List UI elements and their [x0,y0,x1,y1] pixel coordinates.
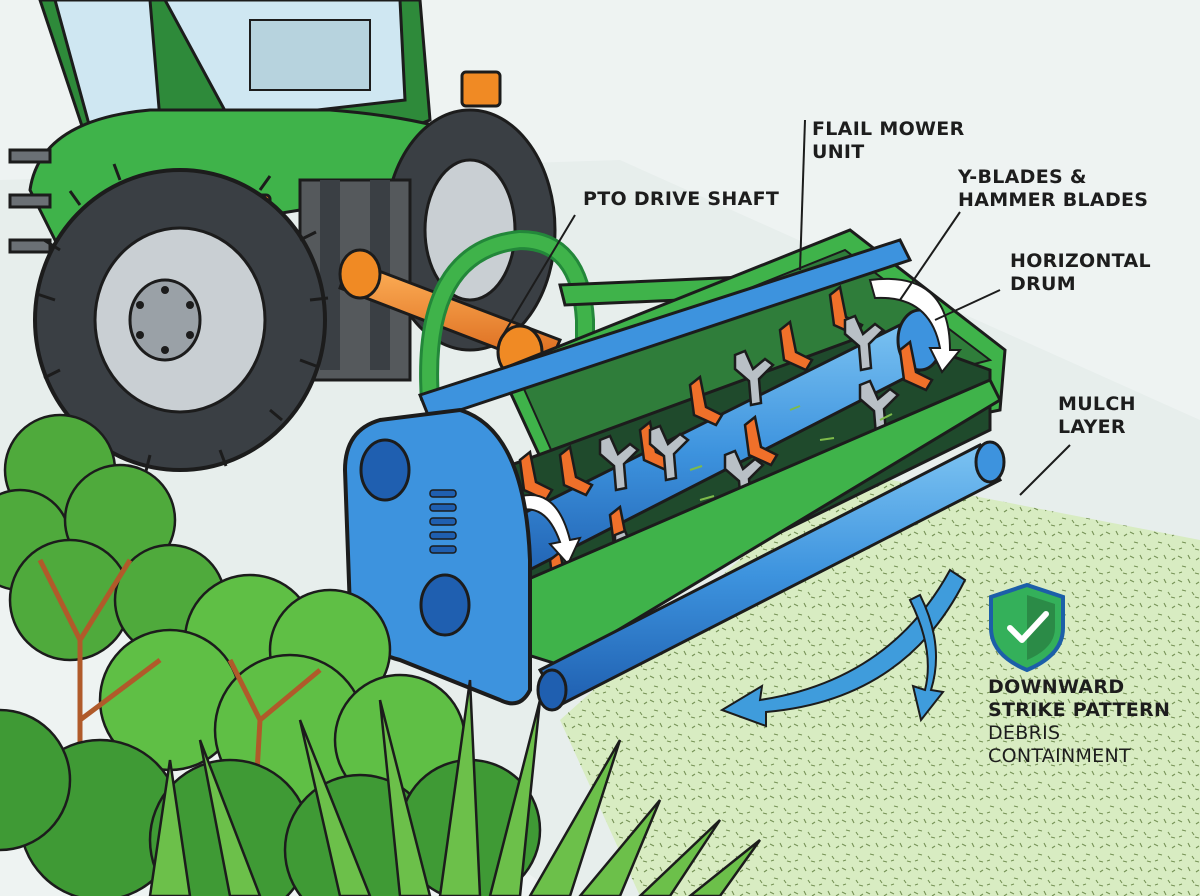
label-pto-drive-shaft-text: PTO DRIVE SHAFT [583,188,780,210]
label-pto-drive-shaft: PTO DRIVE SHAFT [583,188,779,211]
flail-mower-unit [342,228,1007,712]
shield-check-icon [989,582,1065,673]
label-line: Y-BLADES & [958,166,1087,188]
label-line: DRUM [1010,273,1076,295]
tall-grass [148,679,762,896]
label-line: CONTAINMENT [988,745,1131,767]
label-line: HORIZONTAL [1010,250,1151,272]
label-line: DEBRIS [988,722,1061,744]
label-flail-mower-unit: FLAIL MOWER UNIT [812,118,965,164]
label-mulch-layer: MULCH LAYER [1058,393,1136,439]
cab-ladder [8,148,52,254]
label-line: LAYER [1058,416,1126,438]
bush-middle [98,573,467,807]
label-line: UNIT [812,141,865,163]
tail-light-right [460,70,502,108]
label-line: DOWNWARD [988,676,1125,698]
label-line: FLAIL MOWER [812,118,965,140]
label-line: MULCH [1058,393,1136,415]
leader-lines [499,119,1071,496]
label-line: STRIKE PATTERN [988,699,1171,721]
vent-slots [429,489,457,554]
tractor [8,0,557,472]
side-gearbox-panel [342,407,532,706]
travel-direction-arrow-icon [719,568,967,728]
label-blades: Y-BLADES & HAMMER BLADES [958,166,1148,212]
vegetation [0,413,762,896]
label-downward-strike: DOWNWARD STRIKE PATTERN DEBRIS CONTAINME… [988,676,1170,768]
label-line: HAMMER BLADES [958,189,1149,211]
label-horizontal-drum: HORIZONTAL DRUM [1010,250,1151,296]
